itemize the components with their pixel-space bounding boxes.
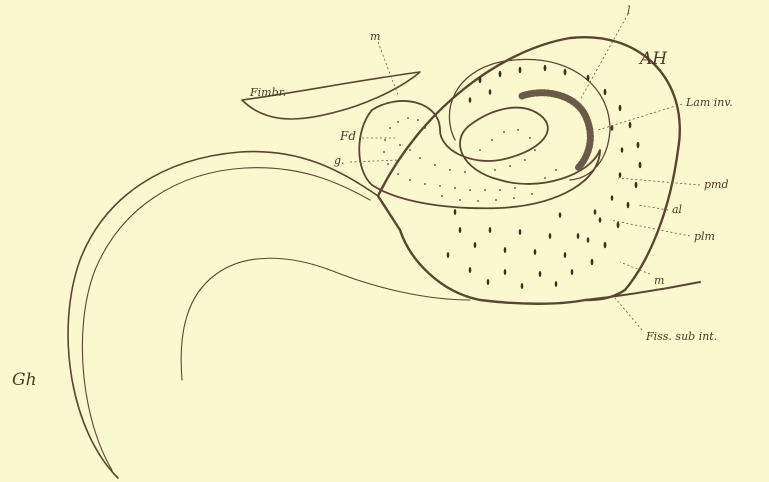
outer-curve-inner-outline [82, 168, 370, 470]
label-l: l [627, 4, 631, 17]
inner-curve-outline [181, 258, 470, 380]
leader-m-top [378, 42, 398, 95]
fascia-dentata-outline [359, 101, 600, 208]
label-m-top: m [370, 30, 380, 43]
ammons-horn-outline [378, 37, 680, 304]
label-m-right: m [654, 274, 664, 287]
label-fimbr: Fimbr. [249, 86, 286, 99]
label-g: g. [334, 154, 345, 167]
leader-fiss [615, 298, 642, 330]
leader-lam-inv [598, 104, 682, 130]
label-gh: Gh [12, 370, 37, 390]
label-plm: plm [694, 230, 715, 243]
leader-al [638, 205, 668, 210]
outer-curve-outline [68, 152, 378, 478]
label-lam-inv: Lam inv. [685, 96, 733, 109]
label-al: al [672, 203, 683, 216]
label-fd: Fd [339, 129, 356, 143]
leader-pmd [618, 178, 700, 185]
lamina-involuta-band [522, 93, 590, 168]
fissure-lip-outline [585, 282, 700, 300]
pyramidal-cell-stipple [447, 65, 642, 289]
label-pmd: pmd [704, 178, 729, 191]
leader-m-right [620, 262, 650, 274]
leader-g [350, 160, 400, 162]
label-fiss-sub-int: Fiss. sub int. [645, 330, 717, 343]
leader-l [580, 14, 628, 100]
label-ah: AH [638, 49, 668, 69]
leader-plm [610, 220, 690, 236]
